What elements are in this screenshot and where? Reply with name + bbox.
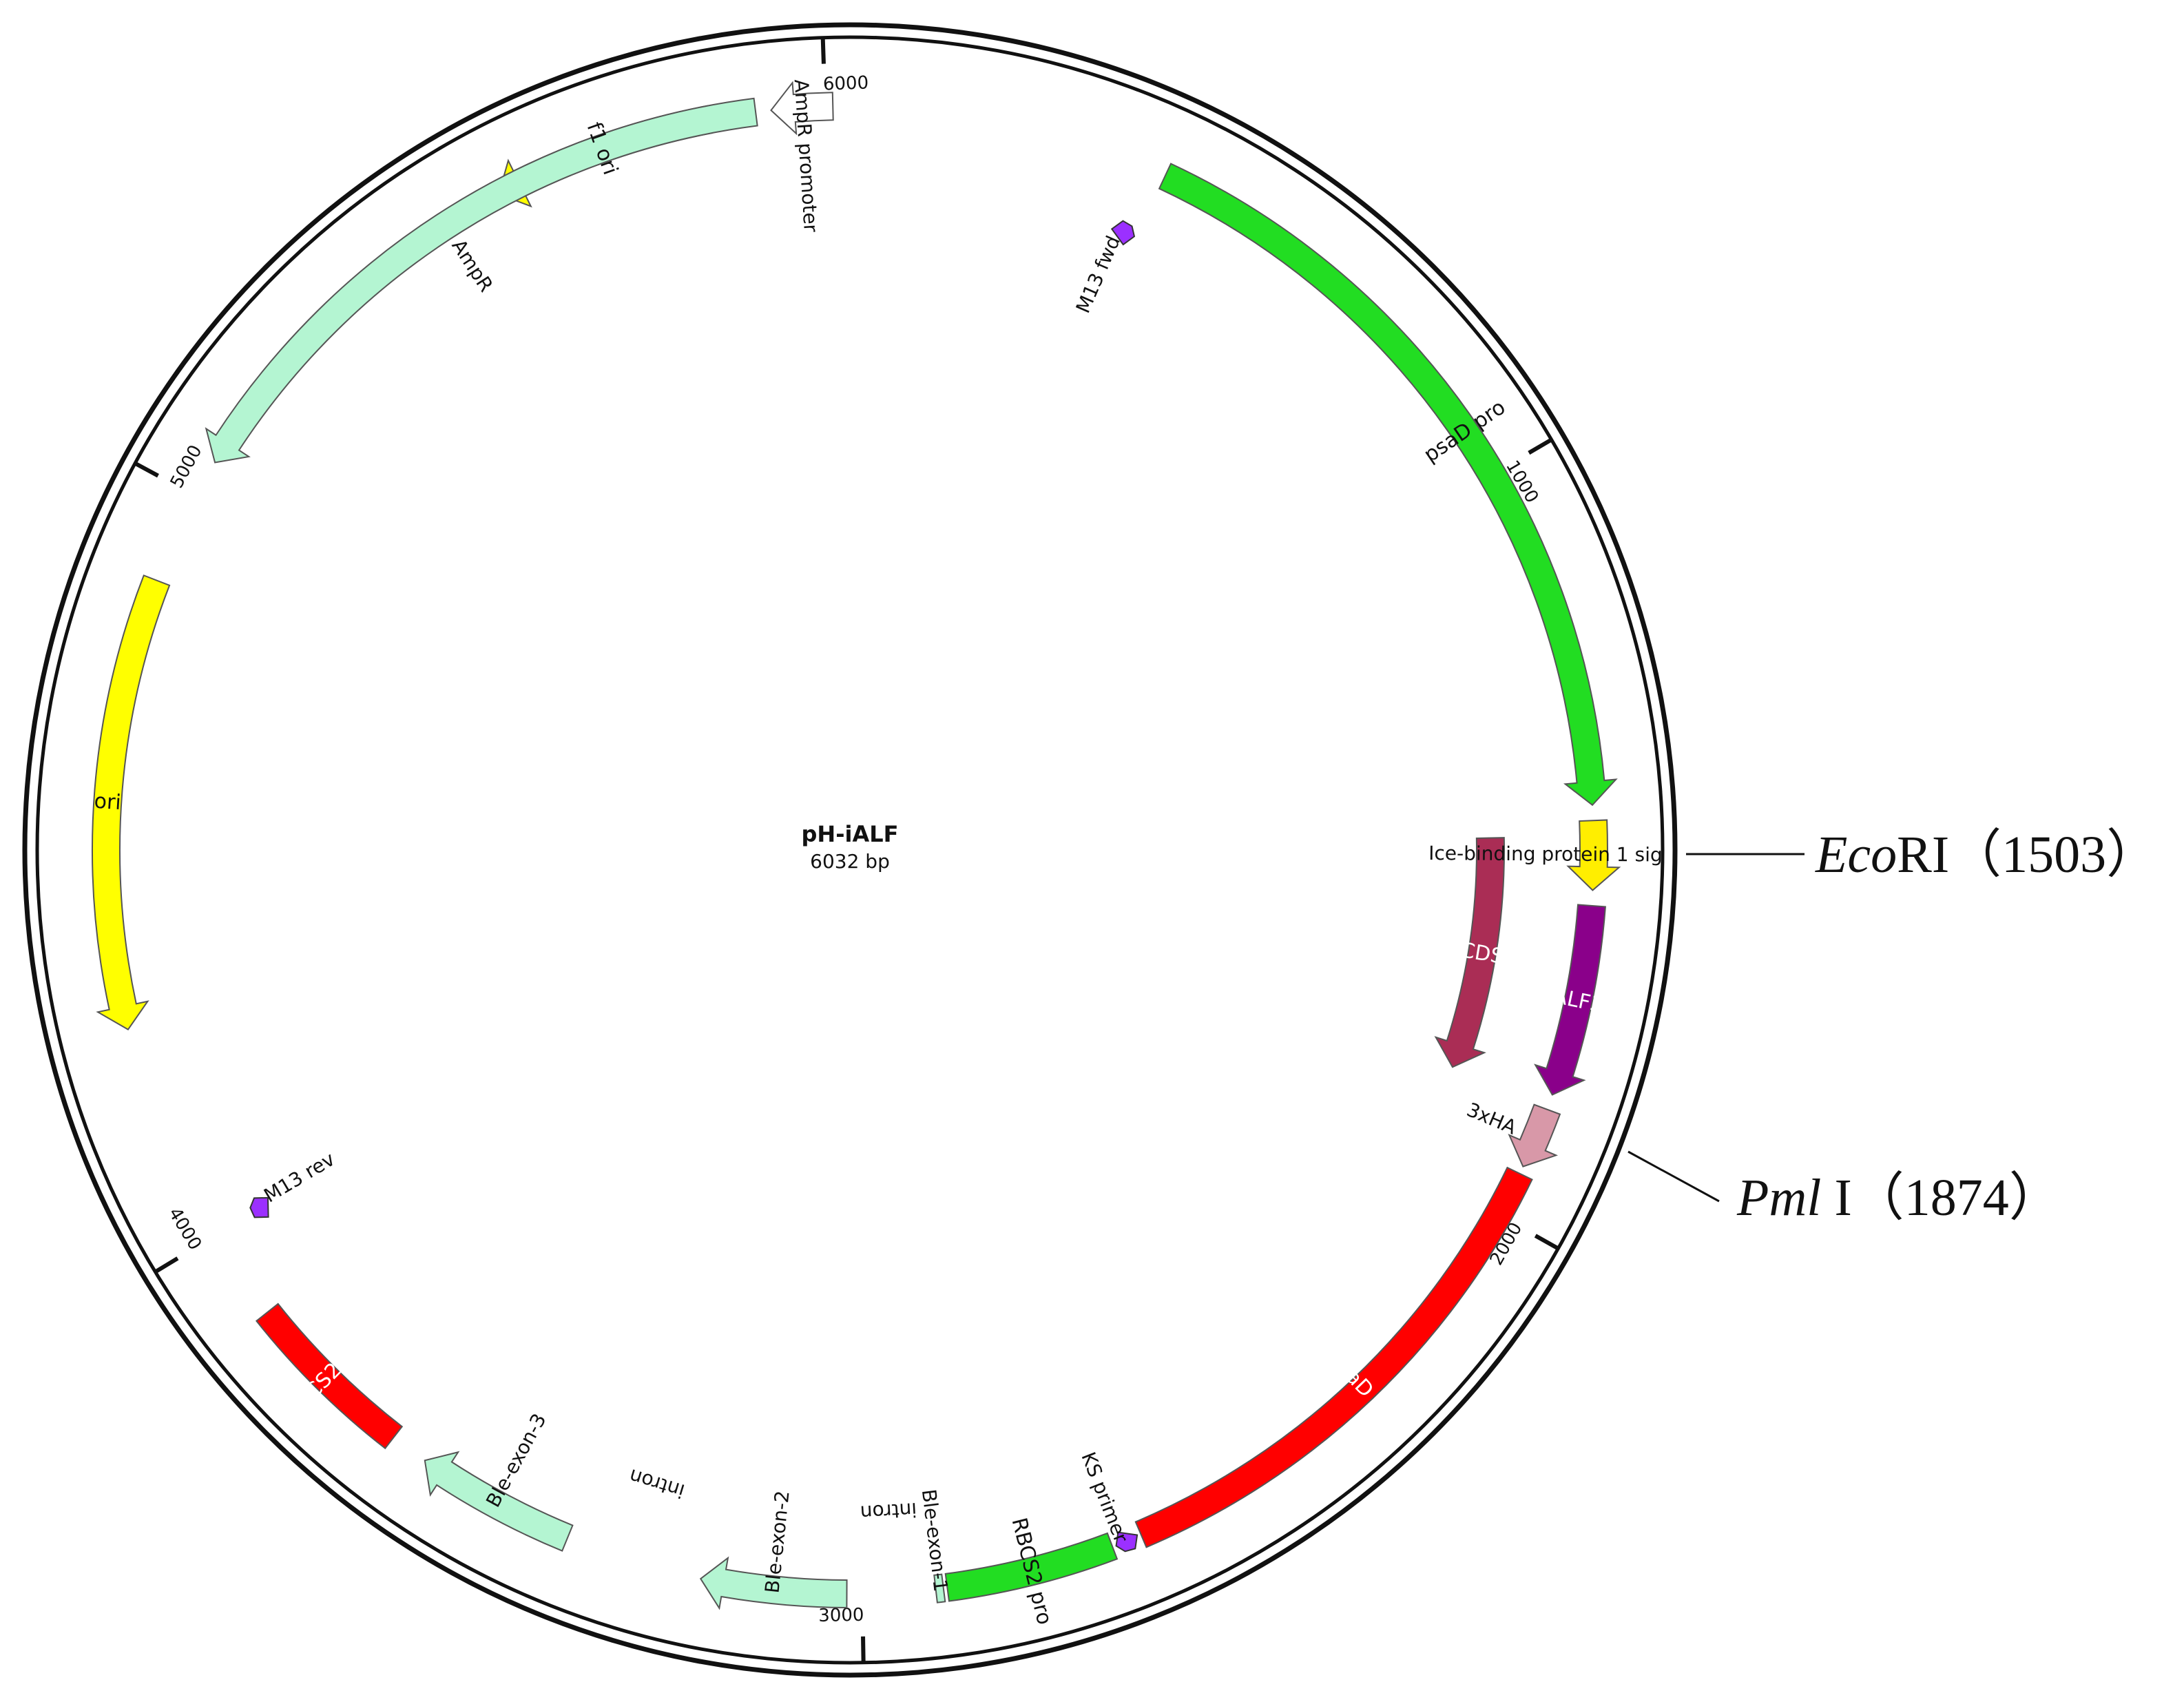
tick-label-5000: 5000 — [167, 442, 207, 491]
ecori-site-name: Eco — [1815, 826, 1897, 884]
ecori-site-label: EcoRI（1503） — [1815, 826, 2159, 884]
tick-label-4000: 4000 — [164, 1204, 205, 1254]
ampr-label: AmpR — [447, 236, 497, 296]
tick-6000 — [820, 37, 826, 64]
pmli-site-name: Pml — [1736, 1169, 1821, 1227]
backbone-outer-ring — [22, 22, 1678, 1678]
m13-fwd-primer — [1110, 220, 1136, 246]
alf3-arrow — [1534, 904, 1606, 1096]
backbone-inner-ring — [35, 35, 1665, 1665]
3xha-label: 3xHA — [1464, 1098, 1520, 1139]
m13-fwd-label: M13 fwd — [1072, 232, 1125, 316]
tick-3000 — [861, 1636, 866, 1663]
tick-4000 — [154, 1256, 179, 1274]
ks-primer-primer — [1115, 1531, 1138, 1553]
tick-1000 — [1528, 437, 1553, 455]
3xha-arrow — [1508, 1103, 1561, 1167]
ampr-arrow — [205, 97, 758, 464]
m13-rev-primer — [249, 1196, 269, 1218]
ori-label: ori — [94, 789, 122, 815]
ecori-site-suffix: RI — [1897, 826, 1949, 884]
ble-exon-2-arrow — [699, 1556, 848, 1610]
pmli-site-suffix: I — [1821, 1169, 1851, 1227]
ori-arrow — [92, 574, 171, 1030]
plasmid-name: pH-iALF — [802, 821, 899, 847]
tick-5000 — [134, 461, 159, 478]
pmli-callout-line — [1627, 1150, 1720, 1203]
ble-exon-3-label: Ble-exon-3 — [481, 1410, 551, 1511]
ampr-promoter-arrow — [770, 81, 834, 136]
tick-label-3000: 3000 — [818, 1605, 864, 1626]
ble-exon-3-arrow — [424, 1451, 574, 1552]
pmli-site-label: Pml I（1874） — [1736, 1169, 2061, 1227]
pmli-site-position: （1874） — [1852, 1169, 2061, 1227]
cds-arrow — [1434, 837, 1505, 1068]
ks-primer-label: KS primer — [1077, 1449, 1132, 1546]
ice-binding-arrow — [1566, 819, 1621, 891]
psad-ter-arrow — [1134, 1166, 1533, 1548]
ecori-site-position: （1503） — [1949, 826, 2159, 884]
alf3-label: ALF3 — [1551, 984, 1605, 1017]
ble-exon-1-label: Ble-exon-1 — [917, 1488, 953, 1592]
plasmid-size: 6032 bp — [810, 850, 890, 873]
rbcs2-pro-arrow — [944, 1532, 1119, 1602]
intron-1-label: intron — [860, 1498, 917, 1524]
rbcs2-ter-arrow — [255, 1303, 404, 1450]
m13-rev-label: M13 rev — [260, 1148, 338, 1207]
tick-label-6000: 6000 — [822, 72, 869, 94]
feature-arrows — [92, 81, 1621, 1610]
ble-exon-1-arrow — [933, 1573, 946, 1604]
psad-pro-arrow — [1158, 163, 1618, 807]
ice-binding-label: Ice-binding protein 1 sig — [1428, 842, 1663, 866]
intron-2-label: intron — [627, 1464, 687, 1503]
tick-2000 — [1534, 1234, 1559, 1251]
